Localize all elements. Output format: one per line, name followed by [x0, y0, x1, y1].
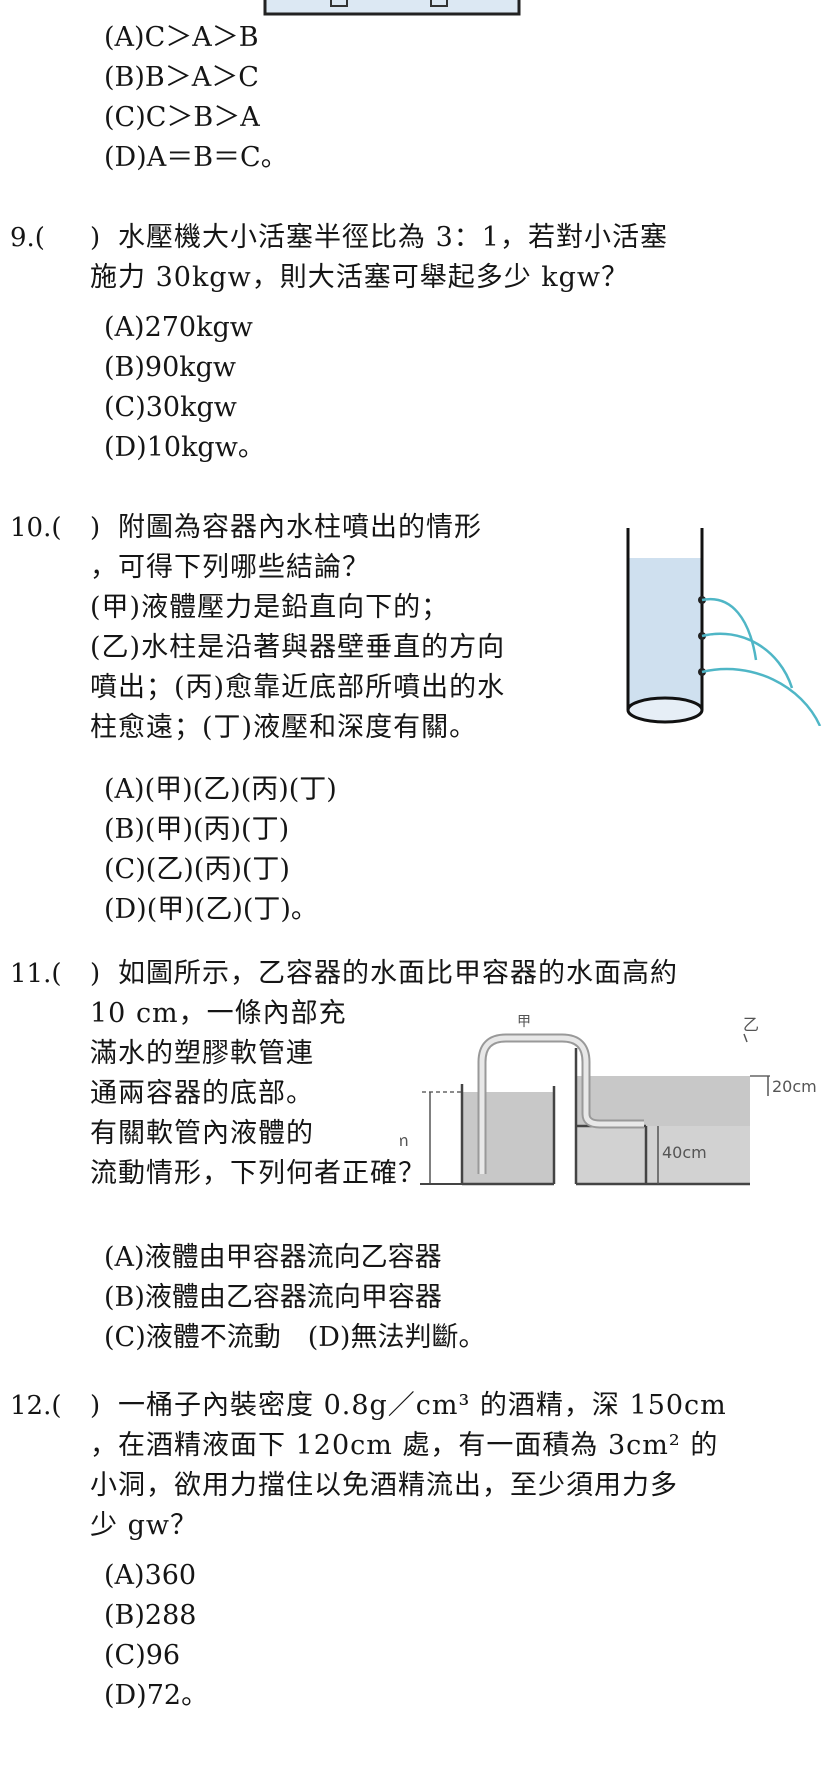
- q8-option-c: (C)C＞B＞A: [104, 102, 260, 133]
- q12-stem-rest: ，在酒精液面下 120cm 處，有一面積為 3cm² 的 小洞，欲用力擋住以免酒…: [90, 1426, 718, 1546]
- label-40cm: 40cm: [662, 1143, 707, 1162]
- q8-option-d: (D)A＝B＝C。: [104, 142, 288, 173]
- q11-stem-line: 通兩容器的底部。: [90, 1078, 314, 1109]
- water-jet-figure: [626, 528, 822, 726]
- q10-option-b: (B)(甲)(丙)(丁): [104, 814, 290, 845]
- q11-stem-line: 滿水的塑膠軟管連: [90, 1038, 314, 1069]
- q11-stem-rest: 10 cm，一條內部充 滿水的塑膠軟管連 通兩容器的底部。 有關軟管內液體的 流…: [90, 994, 426, 1194]
- q10-option-d: (D)(甲)(乙)(丁)。: [104, 894, 318, 925]
- q12-stem-line: 少 gw？: [90, 1510, 198, 1541]
- label-50cm: 50cm: [400, 1131, 409, 1150]
- q9-stem: 水壓機大小活塞半徑比為 3：1，若對小活塞: [118, 218, 668, 258]
- q10-option-a: (A)(甲)(乙)(丙)(丁): [104, 774, 337, 805]
- q12-option-a: (A)360: [104, 1560, 197, 1591]
- q9-answer-paren: ): [90, 223, 101, 253]
- q10-stem-rest: ，可得下列哪些結論？ (甲)液體壓力是鉛直向下的； (乙)水柱是沿著與器壁垂直的…: [90, 548, 505, 748]
- q9-option-a: (A)270kgw: [104, 312, 253, 343]
- q12-option-d: (D)72。: [104, 1680, 209, 1711]
- q12-stem-line: 小洞，欲用力擋住以免酒精流出，至少須用力多: [90, 1470, 678, 1501]
- q12-option-c: (C)96: [104, 1640, 181, 1671]
- q9-option-b: (B)90kgw: [104, 352, 237, 383]
- q11-number: 11.(: [10, 959, 62, 989]
- q10-stem-line: 附圖為容器內水柱噴出的情形: [118, 512, 482, 543]
- previous-figure-fragment: [263, 0, 521, 16]
- q8-option-a: (A)C＞A＞B: [104, 22, 259, 53]
- q10-options: (A)(甲)(乙)(丙)(丁) (B)(甲)(丙)(丁) (C)(乙)(丙)(丁…: [104, 770, 337, 930]
- q12-stem: 一桶子內裝密度 0.8g／cm³ 的酒精，深 150cm: [118, 1386, 727, 1426]
- q10-stem-line: (甲)液體壓力是鉛直向下的；: [90, 592, 450, 623]
- q10-stem-line: ，可得下列哪些結論？: [90, 552, 370, 583]
- q12-option-b: (B)288: [104, 1600, 197, 1631]
- q12-answer-paren: ): [90, 1391, 101, 1421]
- q11-option-b: (B)液體由乙容器流向甲容器: [104, 1282, 442, 1313]
- connected-containers-figure: 甲 乙 50cm 40cm 20cm: [400, 1014, 817, 1186]
- q10-stem: 附圖為容器內水柱噴出的情形: [118, 508, 482, 548]
- q11-stem-line: 有關軟管內液體的: [90, 1118, 314, 1149]
- label-jia: 甲: [517, 1014, 531, 1030]
- q12-stem-line: 一桶子內裝密度 0.8g／cm³ 的酒精，深 150cm: [118, 1390, 727, 1421]
- q10-stem-line: 噴出；(丙)愈靠近底部所噴出的水: [90, 672, 506, 703]
- label-20cm: 20cm: [772, 1077, 817, 1096]
- q12-number: 12.(: [10, 1391, 62, 1421]
- q11-options: (A)液體由甲容器流向乙容器 (B)液體由乙容器流向甲容器 (C)液體不流動 (…: [104, 1238, 485, 1358]
- q10-answer-paren: ): [90, 513, 101, 543]
- q9-option-c: (C)30kgw: [104, 392, 237, 423]
- q9-options: (A)270kgw (B)90kgw (C)30kgw (D)10kgw。: [104, 308, 265, 468]
- q11-option-c: (C)液體不流動 (D)無法判斷。: [104, 1322, 486, 1353]
- q8-option-b: (B)B＞A＞C: [104, 62, 259, 93]
- q11-stem-line: 10 cm，一條內部充: [90, 998, 347, 1029]
- q11-stem-line: 如圖所示，乙容器的水面比甲容器的水面高約: [118, 958, 678, 989]
- q11-stem: 如圖所示，乙容器的水面比甲容器的水面高約: [118, 954, 678, 994]
- q12-options: (A)360 (B)288 (C)96 (D)72。: [104, 1556, 208, 1716]
- q12-stem-line: ，在酒精液面下 120cm 處，有一面積為 3cm² 的: [90, 1430, 719, 1461]
- q8-options: (A)C＞A＞B (B)B＞A＞C (C)C＞B＞A (D)A＝B＝C。: [104, 18, 288, 178]
- q11-answer-paren: ): [90, 959, 101, 989]
- q9-option-d: (D)10kgw。: [104, 432, 265, 463]
- q9-stem-line: 水壓機大小活塞半徑比為 3：1，若對小活塞: [118, 222, 668, 253]
- q9-number: 9.(: [10, 223, 45, 253]
- q11-stem-line: 流動情形，下列何者正確？: [90, 1158, 426, 1189]
- q10-stem-line: 柱愈遠；(丁)液壓和深度有關。: [90, 712, 478, 743]
- label-yi: 乙: [743, 1015, 759, 1034]
- q9-stem-line: 施力 30kgw，則大活塞可舉起多少 kgw？: [90, 262, 630, 293]
- q10-number: 10.(: [10, 513, 62, 543]
- q10-option-c: (C)(乙)(丙)(丁): [104, 854, 290, 885]
- q9-stem-2: 施力 30kgw，則大活塞可舉起多少 kgw？: [90, 258, 629, 298]
- q11-option-a: (A)液體由甲容器流向乙容器: [104, 1242, 442, 1273]
- q10-stem-line: (乙)水柱是沿著與器壁垂直的方向: [90, 632, 506, 663]
